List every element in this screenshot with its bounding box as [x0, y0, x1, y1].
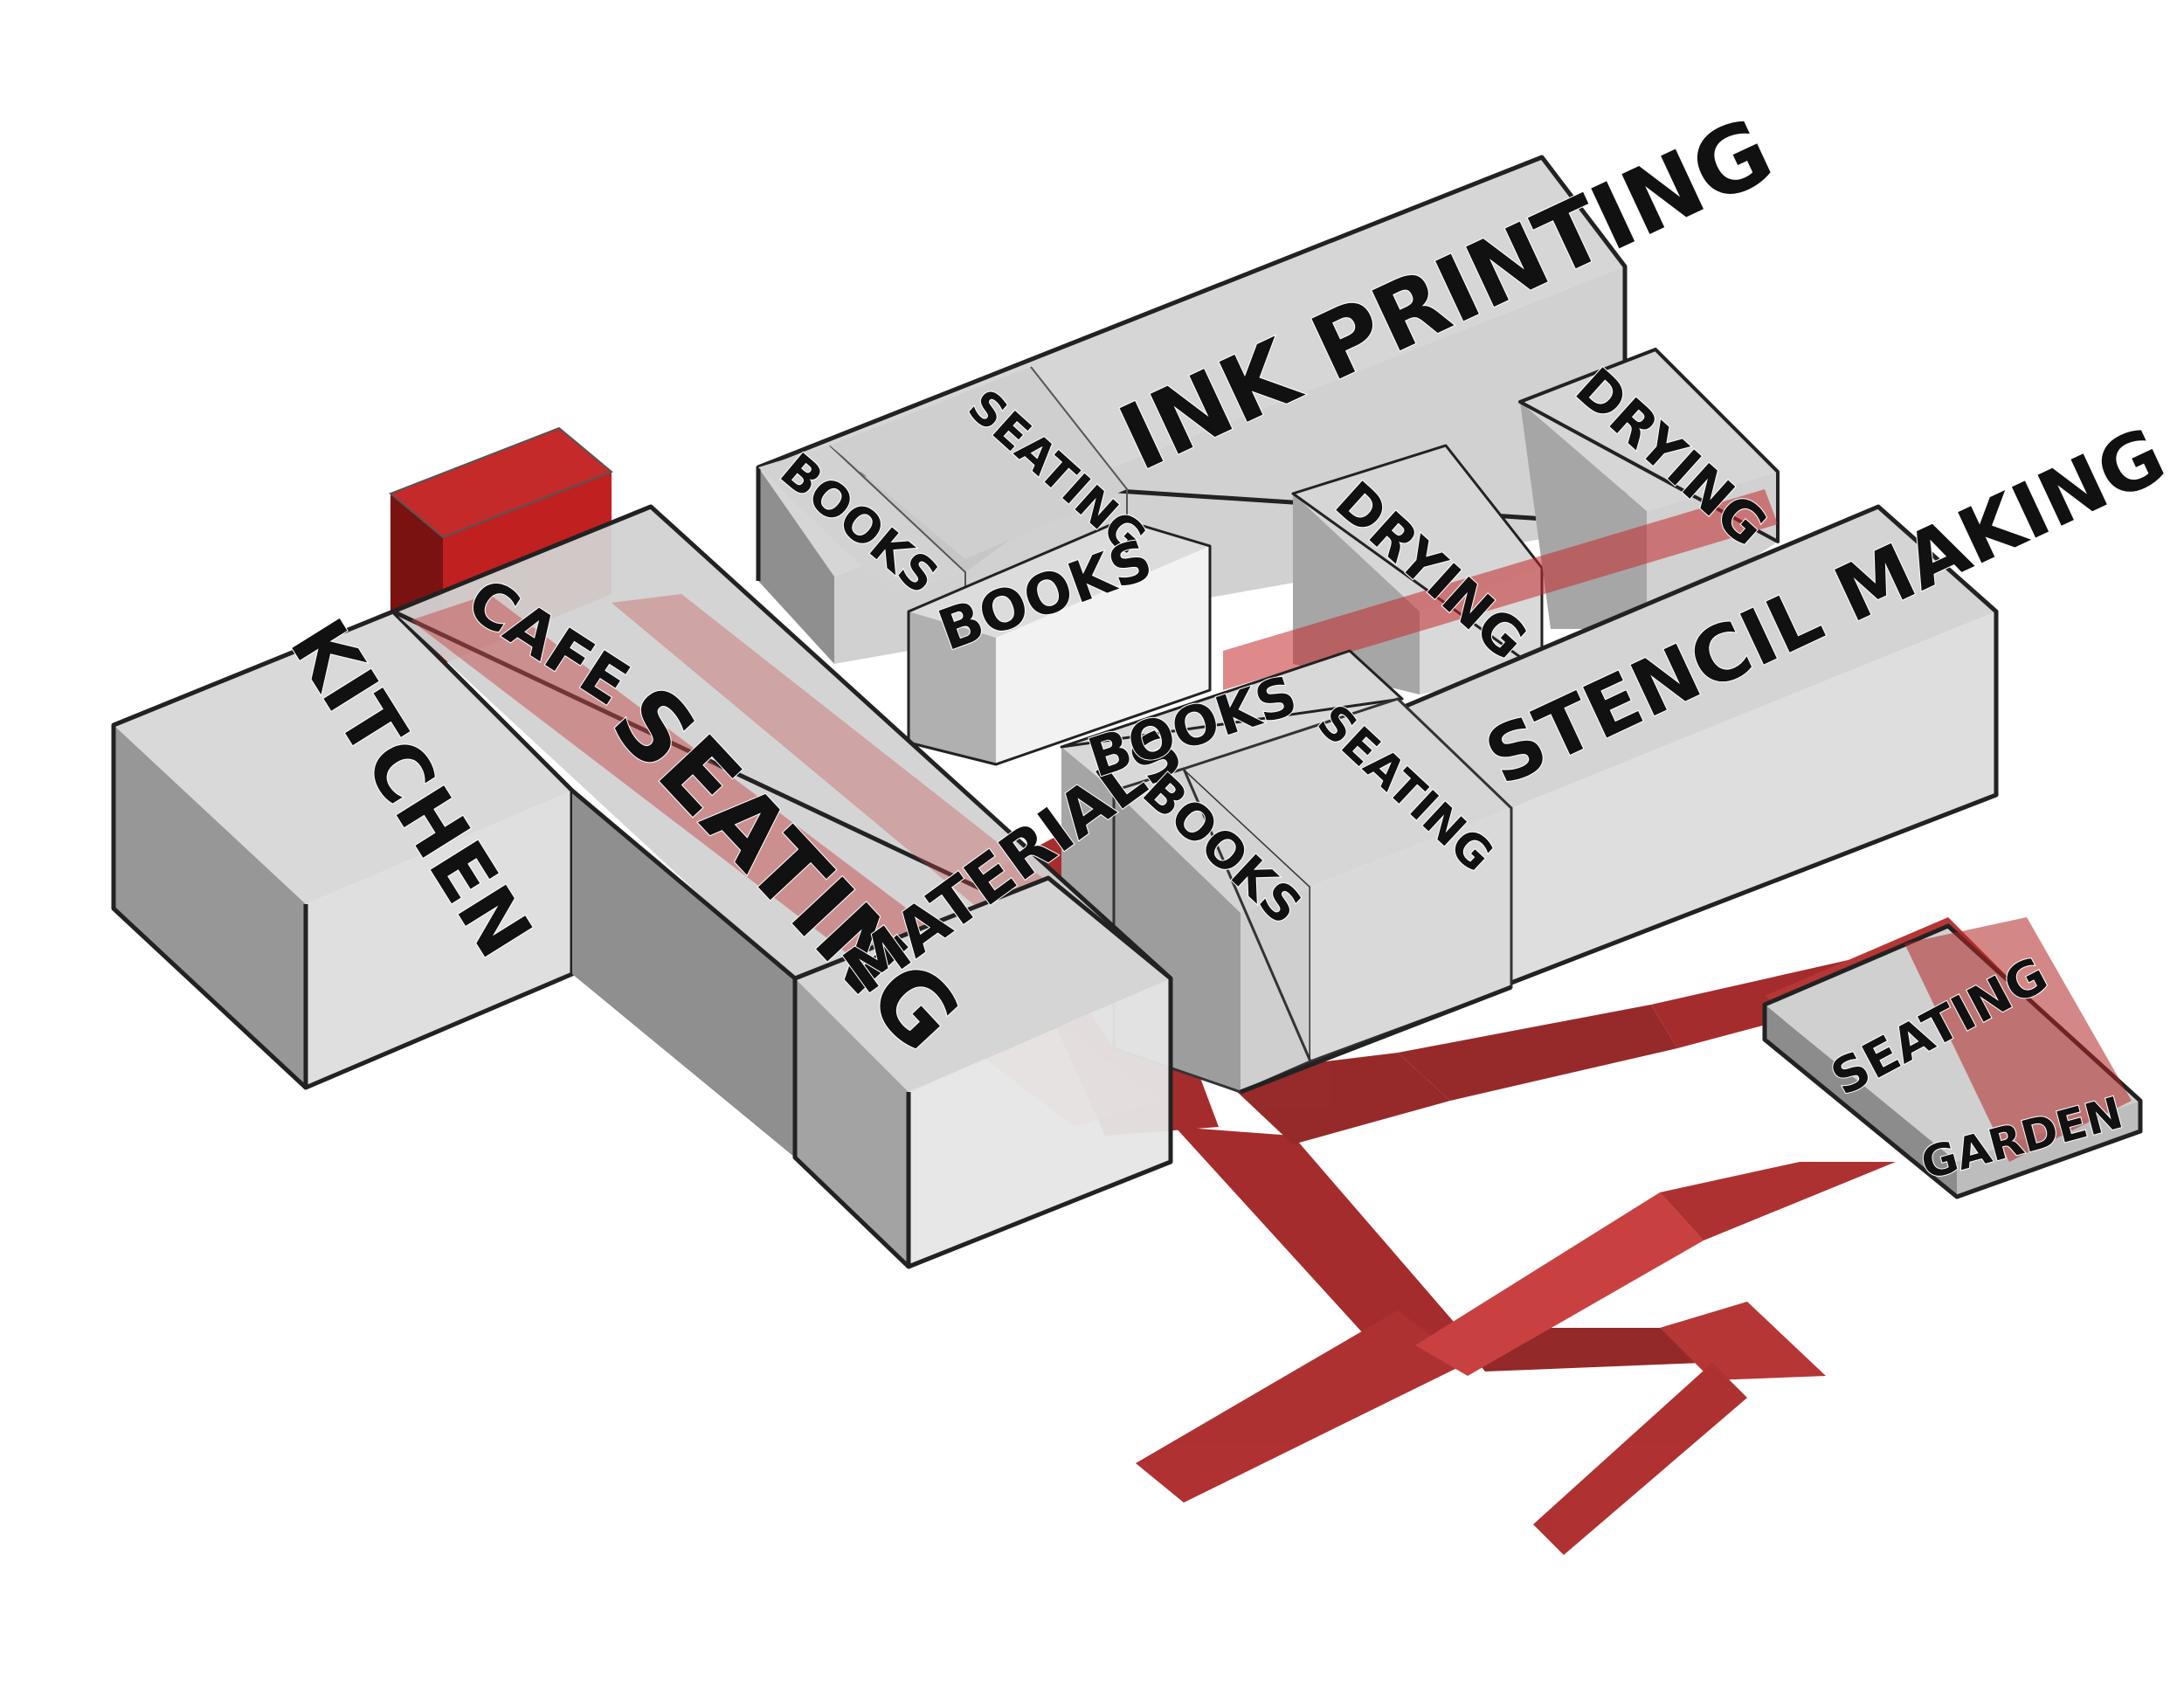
path-upper-branch-2: [1398, 1005, 1677, 1101]
path-to-garden-lower-2: [1660, 1162, 1896, 1240]
path-fork-top: [1660, 1302, 1826, 1380]
circulation-corridor-upper-2: [612, 594, 1048, 909]
block-materials: [792, 875, 1173, 1269]
block-garden: [1762, 917, 2143, 1199]
block-books-mid-top: [907, 518, 1212, 766]
garden-loop-overlay: [1904, 917, 2132, 1162]
path-segment-down: [1175, 1127, 1459, 1372]
block-kitchen: [111, 609, 575, 1090]
block-seating-center: [1181, 697, 1513, 1063]
path-to-garden-lower: [1415, 1192, 1704, 1376]
circulation-bridge-upper: [1223, 489, 1778, 690]
center-row-base-edge: [1240, 985, 1512, 1095]
path-fork-down: [1533, 1363, 1747, 1555]
path-branch-left: [1136, 1310, 1468, 1503]
